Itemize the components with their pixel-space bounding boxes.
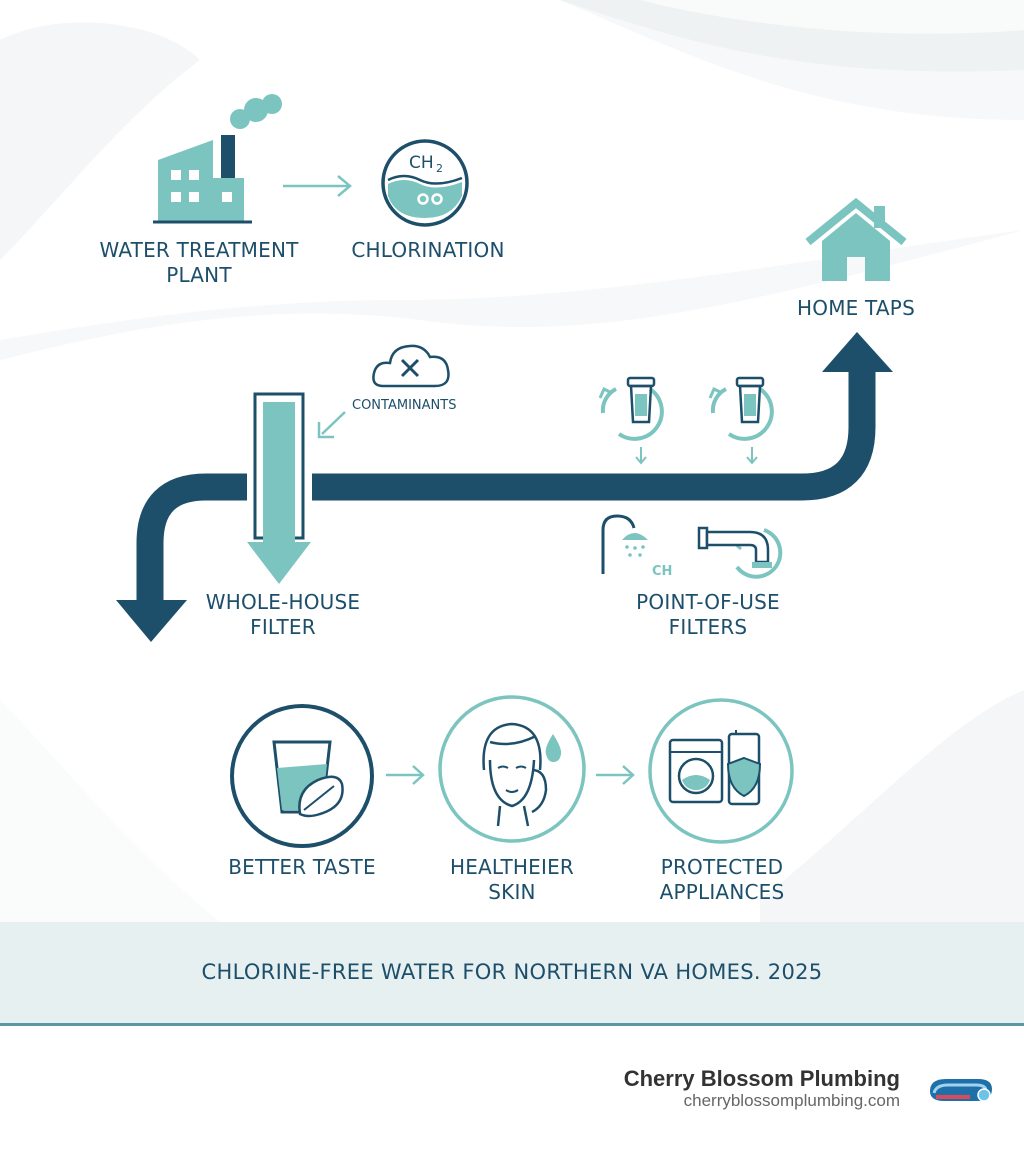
brand-url[interactable]: cherryblossomplumbing.com (683, 1091, 900, 1110)
step-label-point-of-use-filters: POINT-OF-USE FILTERS (636, 590, 780, 639)
house-icon (805, 197, 907, 281)
step-label-water-treatment-plant: WATER TREATMENT PLANT (99, 238, 299, 287)
background-swooshes (0, 0, 1024, 922)
brand-name: Cherry Blossom Plumbing (623, 1066, 900, 1091)
healthier-skin-icon (438, 695, 586, 843)
faucet-icon (697, 526, 783, 579)
contaminants-cloud-icon (372, 344, 450, 388)
banner-caption: CHLORINE-FREE WATER FOR NORTHERN VA HOME… (201, 960, 823, 984)
label-contaminants: CONTAMINANTS (352, 398, 457, 413)
benefit-label-better-taste: BETTER TASTE (228, 855, 376, 879)
flow-arrow-taste-to-skin (386, 765, 425, 785)
benefit-label-protected-appliances: PROTECTED APPLIANCES (659, 855, 785, 904)
flow-arrow-skin-to-appliances (596, 765, 635, 785)
flow-arrow-plant-to-chlorination (283, 175, 352, 197)
cartridge-filter-icon-2 (708, 376, 774, 465)
contaminants-arrow (317, 411, 346, 439)
pipe-arrow-up (822, 332, 893, 372)
whole-house-filter-icon (247, 392, 312, 584)
benefit-label-healthier-skin: HEALTHEIER SKIN (449, 855, 575, 904)
cartridge-filter-icon-1 (598, 376, 664, 465)
footer-banner (0, 922, 1024, 1024)
shower-chemical-text: CH (652, 564, 672, 579)
factory-icon (153, 94, 282, 224)
shower-icon: CH (601, 514, 672, 579)
pipe-arrow-down (116, 600, 187, 642)
protected-appliances-icon (648, 698, 794, 844)
step-label-home-taps: HOME TAPS (797, 296, 915, 320)
step-label-chlorination: CHLORINATION (351, 238, 505, 262)
chlorine-formula-subscript: 2 (436, 162, 443, 175)
chlorine-formula-text: CH (409, 153, 434, 173)
main-pipe (116, 332, 893, 642)
step-label-whole-house-filter: WHOLE-HOUSE FILTER (205, 590, 361, 639)
cherry-blossom-logo-icon (930, 1079, 992, 1102)
chlorination-icon: CH 2 (381, 139, 469, 227)
better-taste-icon (230, 704, 374, 848)
banner-divider (0, 1023, 1024, 1026)
